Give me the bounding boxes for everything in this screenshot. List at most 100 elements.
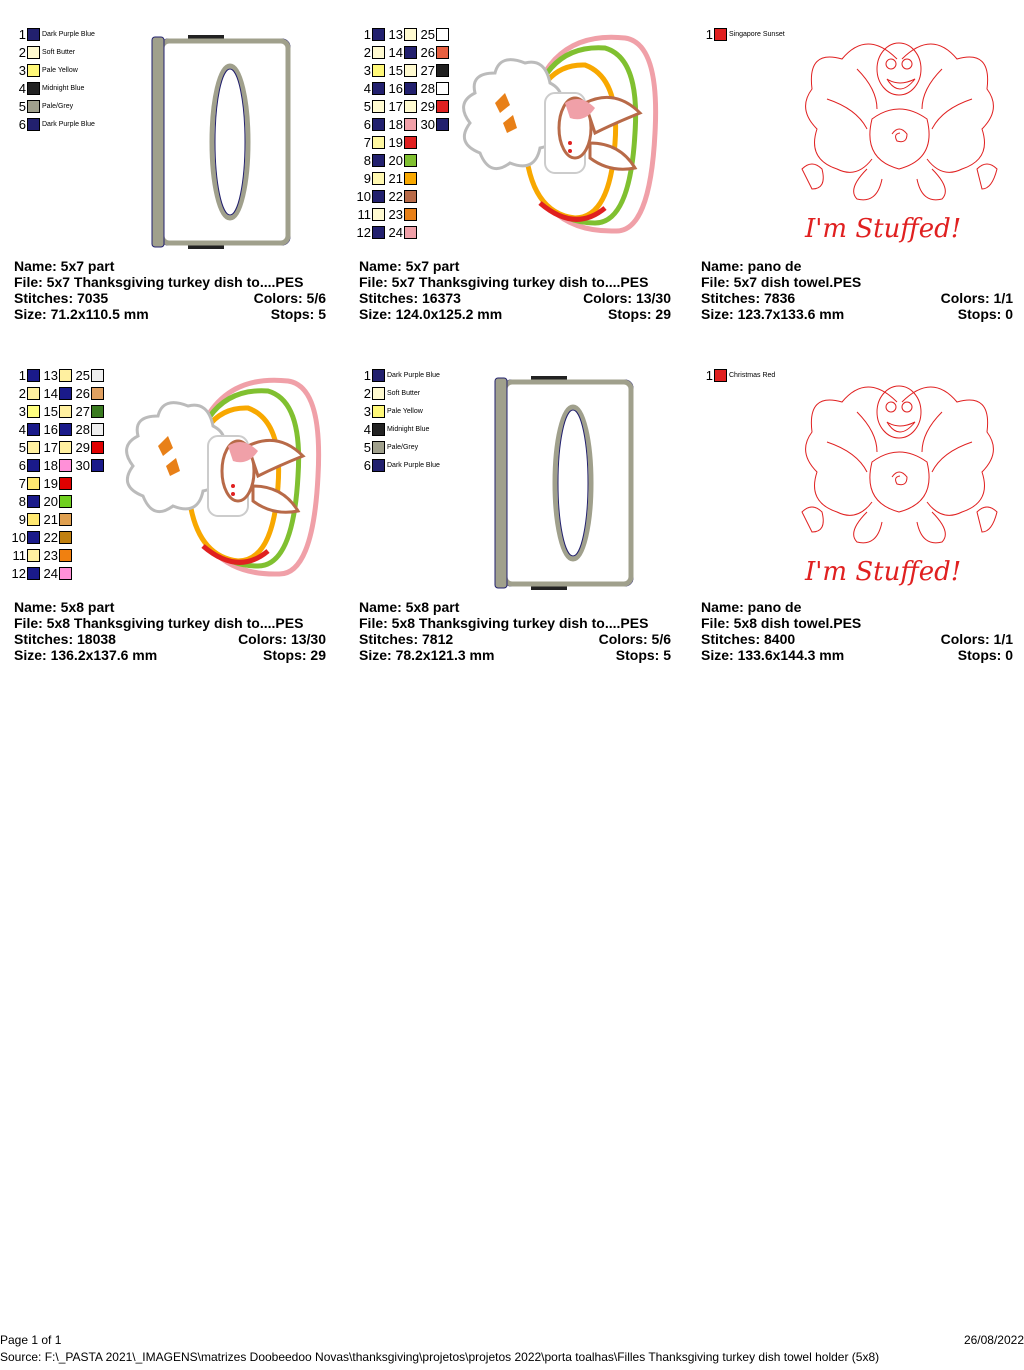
thread-name: Soft Butter bbox=[387, 389, 421, 397]
thread-number: 23 bbox=[43, 547, 58, 563]
thread-row: 3 bbox=[10, 402, 42, 420]
thread-number: 10 bbox=[356, 188, 371, 204]
thread-number: 1 bbox=[18, 26, 26, 42]
thread-number: 29 bbox=[420, 98, 435, 114]
thread-row: 10 bbox=[355, 187, 387, 205]
thread-row: 6 bbox=[10, 456, 42, 474]
thread-swatch bbox=[404, 99, 417, 113]
thread-swatch bbox=[59, 548, 72, 562]
thread-row: 3 bbox=[355, 61, 387, 79]
thread-swatch bbox=[372, 440, 385, 454]
thread-swatch bbox=[404, 171, 417, 185]
design-preview-holder bbox=[150, 33, 300, 258]
thread-name: Midnight Blue bbox=[387, 425, 430, 433]
thread-number: 18 bbox=[43, 457, 58, 473]
thread-number: 22 bbox=[388, 188, 403, 204]
design-file: File: 5x7 dish towel.PES bbox=[701, 274, 862, 290]
thread-row: 7 bbox=[10, 474, 42, 492]
thread-number: 25 bbox=[75, 367, 90, 383]
thread-row: 26 bbox=[419, 43, 451, 61]
thread-swatch bbox=[27, 458, 40, 472]
thread-number: 15 bbox=[43, 403, 58, 419]
thread-swatch bbox=[372, 404, 385, 418]
thread-number: 2 bbox=[18, 385, 26, 401]
thread-swatch bbox=[59, 422, 72, 436]
thread-row: 2 bbox=[10, 384, 42, 402]
thread-row: 4 bbox=[355, 79, 387, 97]
design-colors: Colors: 5/6 bbox=[598, 631, 671, 647]
thread-row: 9 bbox=[355, 169, 387, 187]
thread-row: 28 bbox=[74, 420, 106, 438]
design-size: Size: 123.7x133.6 mm bbox=[701, 306, 845, 322]
thread-number: 8 bbox=[363, 152, 371, 168]
thread-number: 1 bbox=[18, 367, 26, 383]
thread-swatch bbox=[404, 153, 417, 167]
thread-swatch bbox=[372, 99, 385, 113]
thread-number: 5 bbox=[18, 98, 26, 114]
thread-swatch bbox=[27, 422, 40, 436]
thread-swatch bbox=[27, 512, 40, 526]
thread-name: Dark Purple Blue bbox=[42, 120, 95, 128]
thread-swatch bbox=[404, 135, 417, 149]
thread-number: 30 bbox=[420, 116, 435, 132]
thread-number: 7 bbox=[363, 134, 371, 150]
design-name: Name: pano de bbox=[701, 258, 802, 274]
thread-swatch bbox=[27, 566, 40, 580]
thread-row: 6 bbox=[355, 115, 387, 133]
thread-row: 12 bbox=[10, 564, 42, 582]
thread-row: 15 bbox=[42, 402, 74, 420]
design-colors: Colors: 5/6 bbox=[253, 290, 326, 306]
thread-swatch bbox=[59, 512, 72, 526]
thread-name: Pale/Grey bbox=[42, 102, 74, 110]
thread-number: 22 bbox=[43, 529, 58, 545]
thread-swatch bbox=[372, 207, 385, 221]
design-stitches: Stitches: 16373 bbox=[359, 290, 461, 306]
thread-swatch bbox=[372, 189, 385, 203]
design-stops: Stops: 0 bbox=[957, 306, 1013, 322]
thread-swatch bbox=[91, 386, 104, 400]
thread-number: 10 bbox=[11, 529, 26, 545]
thread-swatch bbox=[372, 422, 385, 436]
info-line: Name: 5x8 part bbox=[14, 599, 326, 615]
thread-swatch bbox=[27, 386, 40, 400]
design-size: Size: 71.2x110.5 mm bbox=[14, 306, 149, 322]
thread-number: 13 bbox=[43, 367, 58, 383]
thread-swatch bbox=[59, 530, 72, 544]
thread-number: 1 bbox=[363, 367, 371, 383]
thread-swatch bbox=[404, 63, 417, 77]
thread-number: 2 bbox=[363, 44, 371, 60]
thread-row: 9 bbox=[10, 510, 42, 528]
design-stitches: Stitches: 7035 bbox=[14, 290, 109, 306]
design-size: Size: 78.2x121.3 mm bbox=[359, 647, 495, 663]
thread-name: Dark Purple Blue bbox=[387, 461, 440, 469]
info-line: Name: 5x8 part bbox=[359, 599, 671, 615]
thread-name: Pale Yellow bbox=[42, 66, 78, 74]
info-line: File: 5x8 Thanksgiving turkey dish to...… bbox=[359, 615, 671, 631]
thread-row: 7 bbox=[355, 133, 387, 151]
thread-swatch bbox=[27, 530, 40, 544]
design-stops: Stops: 29 bbox=[262, 647, 326, 663]
info-line: Name: pano de bbox=[701, 258, 1013, 274]
